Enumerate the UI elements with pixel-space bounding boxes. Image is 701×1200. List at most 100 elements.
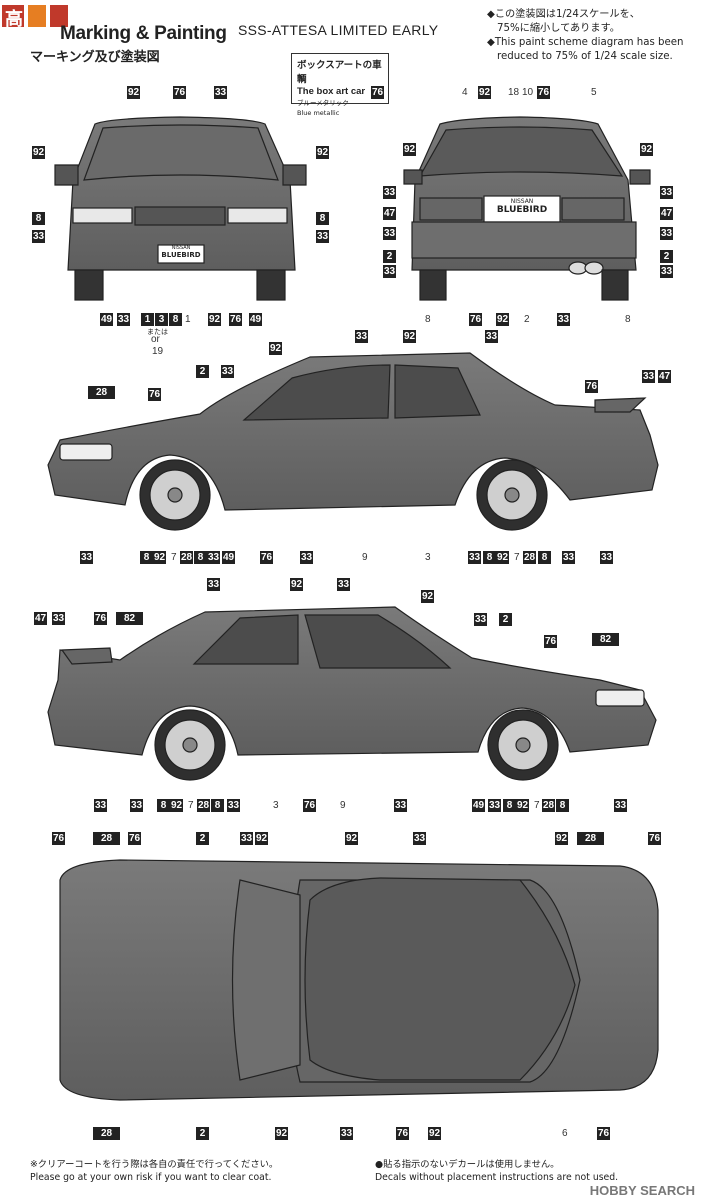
side-right-code: 28 (542, 799, 555, 812)
scale-note-en-2: reduced to 75% of 1/24 scale size. (497, 51, 673, 62)
rear-code: 33 (383, 227, 396, 240)
side-right-code: 82 (116, 612, 143, 625)
side-right-code: 2 (499, 613, 512, 626)
side-left-code: 28 (523, 551, 536, 564)
side-left-code: 28 (88, 386, 115, 399)
box-art-color-jp: ブルーメタリック (297, 99, 349, 107)
clear-coat-note: ※クリアーコートを行う際は各自の責任で行ってください。 Please go at… (30, 1158, 278, 1184)
side-left-code: 76 (148, 388, 161, 401)
top-code: 92 (255, 832, 268, 845)
top-code: 28 (577, 832, 604, 845)
front-code: 76 (173, 86, 186, 99)
side-left-code: 49 (222, 551, 235, 564)
side-left-code: 2 (196, 365, 209, 378)
top-code: 76 (396, 1127, 409, 1140)
alt-num: 19 (152, 346, 164, 357)
side-right-code: 33 (52, 612, 65, 625)
side-right-code: 33 (207, 578, 220, 591)
side-right-num: 3 (273, 800, 279, 811)
side-left-code: 33 (468, 551, 481, 564)
side-left-code: 76 (260, 551, 273, 564)
rear-code: 33 (660, 265, 673, 278)
rear-code: 33 (660, 227, 673, 240)
rear-view-car (403, 116, 651, 301)
rear-code: 47 (660, 207, 673, 220)
side-left-code: 33 (562, 551, 575, 564)
box-art-color-en: Blue metallic (297, 109, 340, 117)
front-alt-code: 3 (155, 313, 168, 326)
box-art-legend: ボックスアートの車輌 The box art car ブルーメタリック Blue… (291, 53, 389, 117)
rear-num: 4 (462, 87, 468, 98)
rear-num: 8 (625, 314, 631, 325)
side-right-code: 33 (614, 799, 627, 812)
front-plate-brand: NISSAN (171, 245, 191, 251)
rear-code: 92 (403, 143, 416, 156)
side-right-code: 8 (157, 799, 170, 812)
side-left-code: 33 (80, 551, 93, 564)
side-right-code: 33 (488, 799, 501, 812)
rear-code: 76 (537, 86, 550, 99)
side-left-code: 8 (140, 551, 153, 564)
side-right-code: 76 (544, 635, 557, 648)
side-left-code: 33 (355, 330, 368, 343)
side-right-code: 8 (211, 799, 224, 812)
side-right-num: 9 (340, 800, 346, 811)
page-title: Marking & Painting (60, 23, 227, 44)
top-code: 76 (597, 1127, 610, 1140)
side-left-code: 8 (483, 551, 496, 564)
rear-num: 18 (508, 87, 520, 98)
variant-subtitle: SSS-ATTESA LIMITED EARLY (238, 22, 439, 38)
front-code: 33 (117, 313, 130, 326)
side-left-code: 8 (538, 551, 551, 564)
unused-decals-note-en: Decals without placement instructions ar… (375, 1172, 619, 1183)
side-left-num: 3 (425, 552, 431, 563)
rear-num: 2 (524, 314, 530, 325)
top-code: 92 (345, 832, 358, 845)
rear-code: 2 (383, 250, 396, 263)
side-right-code: 76 (303, 799, 316, 812)
top-code: 33 (340, 1127, 353, 1140)
rear-code: 33 (557, 313, 570, 326)
front-code: 33 (32, 230, 45, 243)
top-num: 6 (562, 1128, 568, 1139)
side-right-code: 33 (227, 799, 240, 812)
alt-or-en: or (151, 334, 160, 345)
box-art-color-code: 76 (371, 86, 384, 99)
rear-num: 10 (522, 87, 534, 98)
side-right-code: 92 (290, 578, 303, 591)
side-left-code: 33 (642, 370, 655, 383)
side-left-num: 7 (171, 552, 177, 563)
side-left-code: 33 (300, 551, 313, 564)
side-right-code: 33 (94, 799, 107, 812)
side-view-left-car (47, 352, 659, 531)
side-right-code: 33 (337, 578, 350, 591)
rear-code: 33 (660, 186, 673, 199)
scale-note-en-1: ◆This paint scheme diagram has been (487, 37, 684, 48)
clear-coat-note-jp: ※クリアーコートを行う際は各自の責任で行ってください。 (30, 1159, 279, 1170)
front-code: 49 (249, 313, 262, 326)
side-right-num: 7 (534, 800, 540, 811)
front-code: 8 (316, 212, 329, 225)
top-code: 92 (428, 1127, 441, 1140)
front-alt-code: 8 (169, 313, 182, 326)
scale-note-jp-2: 75%に縮小してあります。 (497, 23, 620, 34)
front-code: 76 (229, 313, 242, 326)
side-left-code: 33 (207, 551, 220, 564)
top-code: 33 (413, 832, 426, 845)
side-left-code: 92 (403, 330, 416, 343)
side-left-code: 8 (194, 551, 207, 564)
rear-code: 47 (383, 207, 396, 220)
side-right-code: 8 (503, 799, 516, 812)
side-right-num: 7 (188, 800, 194, 811)
clear-coat-note-en: Please go at your own risk if you want t… (30, 1172, 272, 1183)
rear-code: 33 (383, 265, 396, 278)
front-code: 33 (214, 86, 227, 99)
side-left-code: 33 (221, 365, 234, 378)
logo-text: 高 (5, 9, 23, 30)
side-right-code: 82 (592, 633, 619, 646)
side-left-code: 28 (180, 551, 193, 564)
front-plate: NISSAN BLUEBIRD (158, 245, 204, 259)
scale-note-jp-1: ◆この塗装図は1/24スケールを、 (487, 9, 640, 20)
side-right-code: 92 (170, 799, 183, 812)
